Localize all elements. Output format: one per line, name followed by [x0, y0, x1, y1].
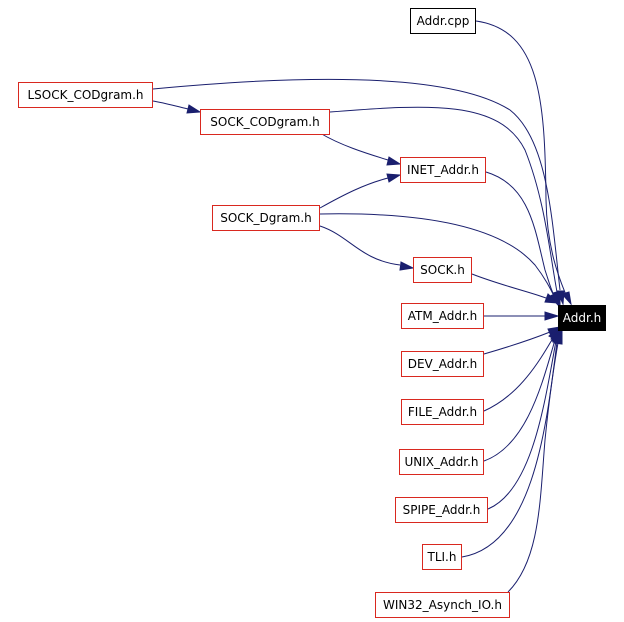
arrow-inet-addr-1: [386, 156, 402, 166]
node-addr-cpp[interactable]: Addr.cpp: [410, 8, 476, 34]
node-file-addr[interactable]: FILE_Addr.h: [401, 399, 484, 425]
node-win32-asynch-io[interactable]: WIN32_Asynch_IO.h: [375, 592, 510, 618]
node-inet-addr[interactable]: INET_Addr.h: [400, 157, 486, 183]
node-addr-h[interactable]: Addr.h: [558, 305, 606, 331]
edge-addr-cpp-to-addr-h: [475, 20, 567, 296]
arrow-sock-h: [399, 261, 415, 271]
edge-dev-addr-to-addr-h: [483, 331, 551, 355]
edge-file-addr-to-addr-h: [483, 337, 554, 412]
node-lsock-codgram[interactable]: LSOCK_CODgram.h: [18, 82, 153, 108]
edge-spipe-addr-to-addr-h: [487, 340, 557, 510]
node-sock-dgram[interactable]: SOCK_Dgram.h: [212, 205, 320, 231]
node-sock-h[interactable]: SOCK.h: [413, 257, 472, 283]
arrow-addr-cpp: [561, 291, 572, 306]
node-atm-addr[interactable]: ATM_Addr.h: [401, 303, 484, 329]
edge-lsock-to-sock-codgram: [152, 100, 189, 110]
edge-sock-dgram-to-sock-h: [319, 225, 401, 266]
node-spipe-addr[interactable]: SPIPE_Addr.h: [395, 497, 488, 523]
node-dev-addr[interactable]: DEV_Addr.h: [401, 351, 484, 377]
arrow-atm-addr: [544, 311, 560, 321]
arrow-win32: [553, 328, 563, 345]
edge-win32-to-addr-h: [507, 342, 559, 593]
edge-lsock-codgram-to-addr-h: [152, 78, 561, 291]
edge-sock-codgram-to-addr-h: [329, 106, 558, 293]
edge-sock-dgram-to-inet-addr: [319, 177, 389, 209]
arrow-sock-addr: [544, 293, 560, 304]
edge-unix-addr-to-addr-h: [483, 339, 556, 462]
node-tli-h[interactable]: TLI.h: [422, 544, 462, 570]
edge-inet-addr-to-addr-h: [485, 171, 556, 298]
node-unix-addr[interactable]: UNIX_Addr.h: [399, 449, 484, 475]
arrow-inet-addr-2: [386, 173, 402, 183]
edge-sock-dgram-to-addr-h: [319, 213, 555, 297]
edge-sock-h-to-addr-h: [471, 273, 547, 299]
node-sock-codgram[interactable]: SOCK_CODgram.h: [200, 109, 330, 135]
edge-sock-codgram-to-inet-addr: [319, 132, 389, 161]
arrow-sock-codgram: [186, 104, 202, 114]
